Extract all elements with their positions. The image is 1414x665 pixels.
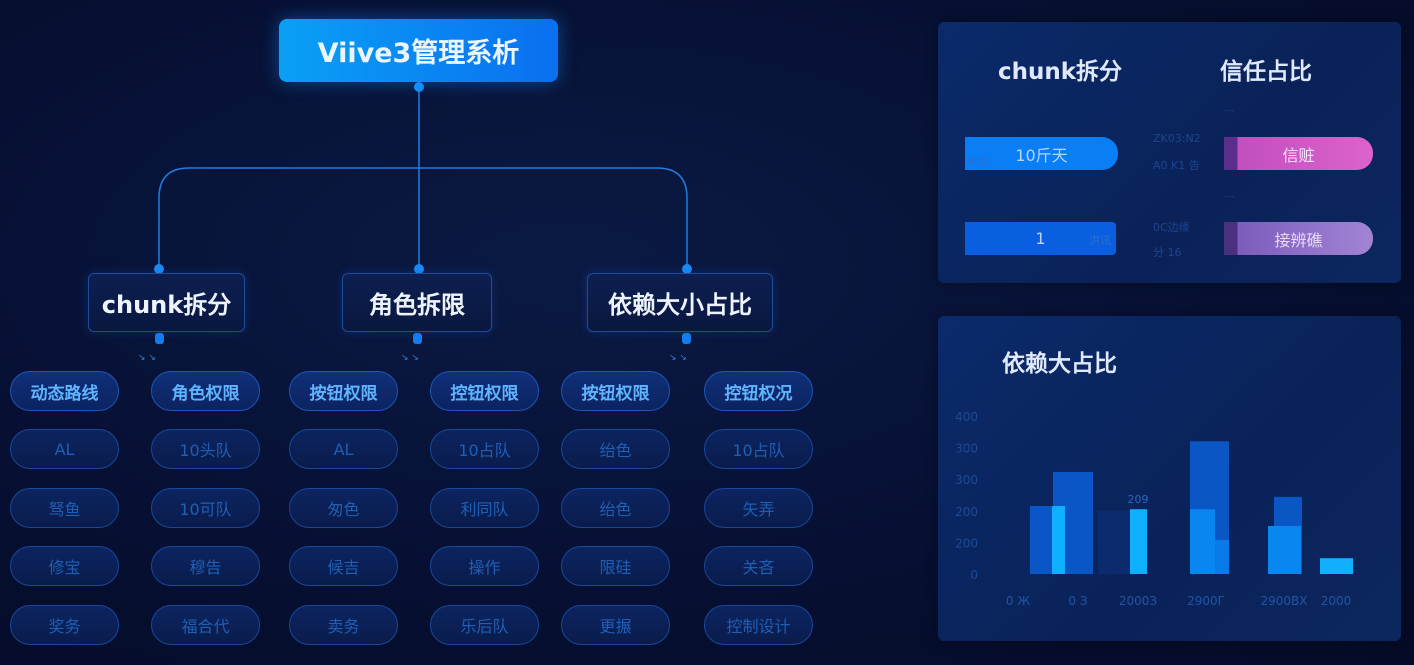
x-tick-label: 2000З	[1119, 594, 1157, 608]
node-dependency-ratio[interactable]: 依赖大小占比	[587, 273, 773, 332]
legend-text: ZK03:N2	[1153, 132, 1201, 145]
item-pill[interactable]: AL	[289, 429, 398, 469]
trust-panel: chunk拆分 信任占比 10斤天 000 1 洪讯 ZK03:N2 A0 K1…	[938, 22, 1401, 283]
category-pill[interactable]: 控钮权况	[704, 371, 813, 411]
bar-label: 接辨礁	[1274, 230, 1323, 250]
y-tick-label: 200	[955, 536, 978, 550]
item-pill[interactable]: 候吉	[289, 546, 398, 586]
bar-chart: 0 200 200 300 300 400 209 0 Ж 0 З 2000З 2900Г 2900В…	[955, 410, 1353, 608]
x-tick-label: 2900Г	[1187, 594, 1225, 608]
small-mark: ----	[1223, 106, 1235, 115]
item-pill[interactable]: 修宝	[10, 546, 119, 586]
node-role-split[interactable]: 角色拆限	[342, 273, 492, 332]
trust-bar[interactable]: 接辨礁	[1224, 222, 1373, 255]
item-pill[interactable]: 10头队	[151, 429, 260, 469]
x-tick-label: 0 З	[1068, 594, 1087, 608]
connector-dot	[414, 264, 424, 274]
item-pill[interactable]: 绐色	[561, 429, 670, 469]
arrow-down-icon: ↘ ↘	[138, 353, 156, 363]
bar-series-2	[1320, 558, 1353, 574]
chart-title: 依赖大占比	[1002, 351, 1117, 377]
item-pill[interactable]: 控制设计	[704, 605, 813, 645]
connector-dot	[154, 264, 164, 274]
bar-series-1	[1098, 510, 1130, 574]
node-stub	[155, 333, 164, 344]
panel-title-trust: 信任占比	[1220, 59, 1312, 85]
item-pill[interactable]: 矢弄	[704, 488, 813, 528]
item-pill[interactable]: 10占队	[430, 429, 539, 469]
small-mark: ----	[1223, 192, 1235, 201]
item-pill[interactable]: 操作	[430, 546, 539, 586]
dependency-chart-panel: 依赖大占比 0 200 200 300 300 400 209 0 Ж 0 З 2000З 2900…	[938, 316, 1401, 641]
bar-series-2	[1052, 506, 1065, 574]
item-pill[interactable]: 奖务	[10, 605, 119, 645]
item-pill[interactable]: 福合代	[151, 605, 260, 645]
x-tick-label: 0 Ж	[1006, 594, 1030, 608]
category-pill[interactable]: 按钮权限	[561, 371, 670, 411]
x-tick-label: 2000	[1321, 594, 1352, 608]
item-pill[interactable]: 匆色	[289, 488, 398, 528]
y-tick-label: 400	[955, 410, 978, 424]
item-pill[interactable]: 穆告	[151, 546, 260, 586]
category-pill[interactable]: 动态路线	[10, 371, 119, 411]
trust-bar[interactable]: 信赃	[1224, 137, 1373, 170]
bar-label: 1	[1035, 229, 1046, 248]
item-pill[interactable]: AL	[10, 429, 119, 469]
item-pill[interactable]: 绐色	[561, 488, 670, 528]
bar-series-2	[1268, 525, 1301, 574]
connector-dot	[414, 82, 424, 92]
root-node[interactable]: Viive3管理系析	[279, 19, 558, 82]
item-pill[interactable]: 10占队	[704, 429, 813, 469]
item-pill[interactable]: 乐后队	[430, 605, 539, 645]
category-pill[interactable]: 控钮权限	[430, 371, 539, 411]
bar-label: 信赃	[1282, 145, 1315, 165]
item-pill[interactable]: 更搌	[561, 605, 670, 645]
data-label: 209	[1128, 493, 1149, 506]
x-tick-label: 2900ВХ	[1261, 594, 1308, 608]
legend-text: 0C边缘	[1153, 221, 1190, 234]
tree-connectors	[158, 87, 688, 268]
bar-series-2	[1190, 509, 1215, 574]
y-tick-label: 300	[955, 473, 978, 487]
arrow-down-icon: ↘ ↘	[669, 353, 687, 363]
category-pill[interactable]: 角色权限	[151, 371, 260, 411]
category-pill[interactable]: 按钮权限	[289, 371, 398, 411]
item-pill[interactable]: 限硅	[561, 546, 670, 586]
item-pill[interactable]: 卖务	[289, 605, 398, 645]
node-chunk-split[interactable]: chunk拆分	[88, 273, 245, 332]
bar-sub: 洪讯	[1089, 234, 1111, 247]
bar-label: 10斤天	[1015, 145, 1068, 165]
node-stub	[682, 333, 691, 344]
connector-dot	[682, 264, 692, 274]
y-tick-label: 0	[970, 568, 978, 582]
legend-text: A0 K1 告	[1153, 159, 1200, 172]
chunk-bar[interactable]: 10斤天 000	[965, 137, 1118, 170]
item-pill[interactable]: 关吝	[704, 546, 813, 586]
y-tick-label: 200	[955, 505, 978, 519]
chunk-bar[interactable]: 1 洪讯	[965, 222, 1116, 255]
bar-sub: 000	[967, 155, 988, 168]
node-stub	[413, 333, 422, 344]
panel-title-chunk: chunk拆分	[998, 59, 1123, 85]
arrow-down-icon: ↘ ↘	[401, 353, 419, 363]
legend-text: 分 16	[1153, 246, 1182, 259]
bar-series-2	[1130, 509, 1147, 574]
item-pill[interactable]: 驽鱼	[10, 488, 119, 528]
item-pill[interactable]: 利同队	[430, 488, 539, 528]
y-tick-label: 300	[955, 442, 978, 456]
bar-series-2	[1215, 539, 1229, 574]
item-pill[interactable]: 10可队	[151, 488, 260, 528]
